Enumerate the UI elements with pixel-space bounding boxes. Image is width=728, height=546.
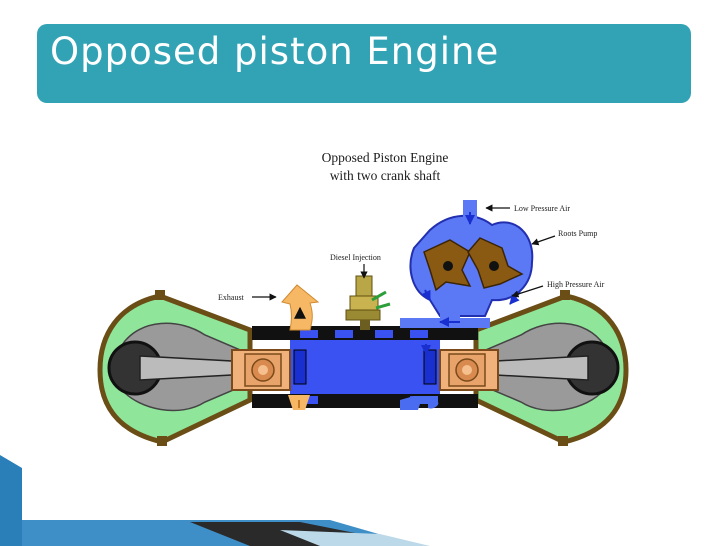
scavenge-air-flow: [400, 344, 439, 410]
label-diesel-injection: Diesel Injection: [330, 253, 381, 262]
diagram-heading-line2: with two crank shaft: [330, 168, 441, 183]
diesel-injector: [345, 275, 391, 330]
label-exhaust: Exhaust: [218, 293, 245, 302]
label-high-pressure-air: High Pressure Air: [547, 280, 605, 289]
label-low-pressure-air: Low Pressure Air: [514, 204, 570, 213]
combustion-chamber: [290, 340, 440, 394]
label-roots-pump: Roots Pump: [558, 229, 597, 238]
left-piston: [231, 349, 291, 391]
roots-pump: [400, 200, 534, 328]
right-piston: [439, 349, 499, 391]
title-bar: Opposed piston Engine: [37, 24, 691, 103]
diagram-heading-line1: Opposed Piston Engine: [322, 150, 449, 165]
left-crankcase: [97, 290, 253, 446]
slide-title: Opposed piston Engine: [50, 30, 500, 73]
right-crankcase: [473, 290, 629, 446]
exhaust-flow: [281, 284, 320, 410]
